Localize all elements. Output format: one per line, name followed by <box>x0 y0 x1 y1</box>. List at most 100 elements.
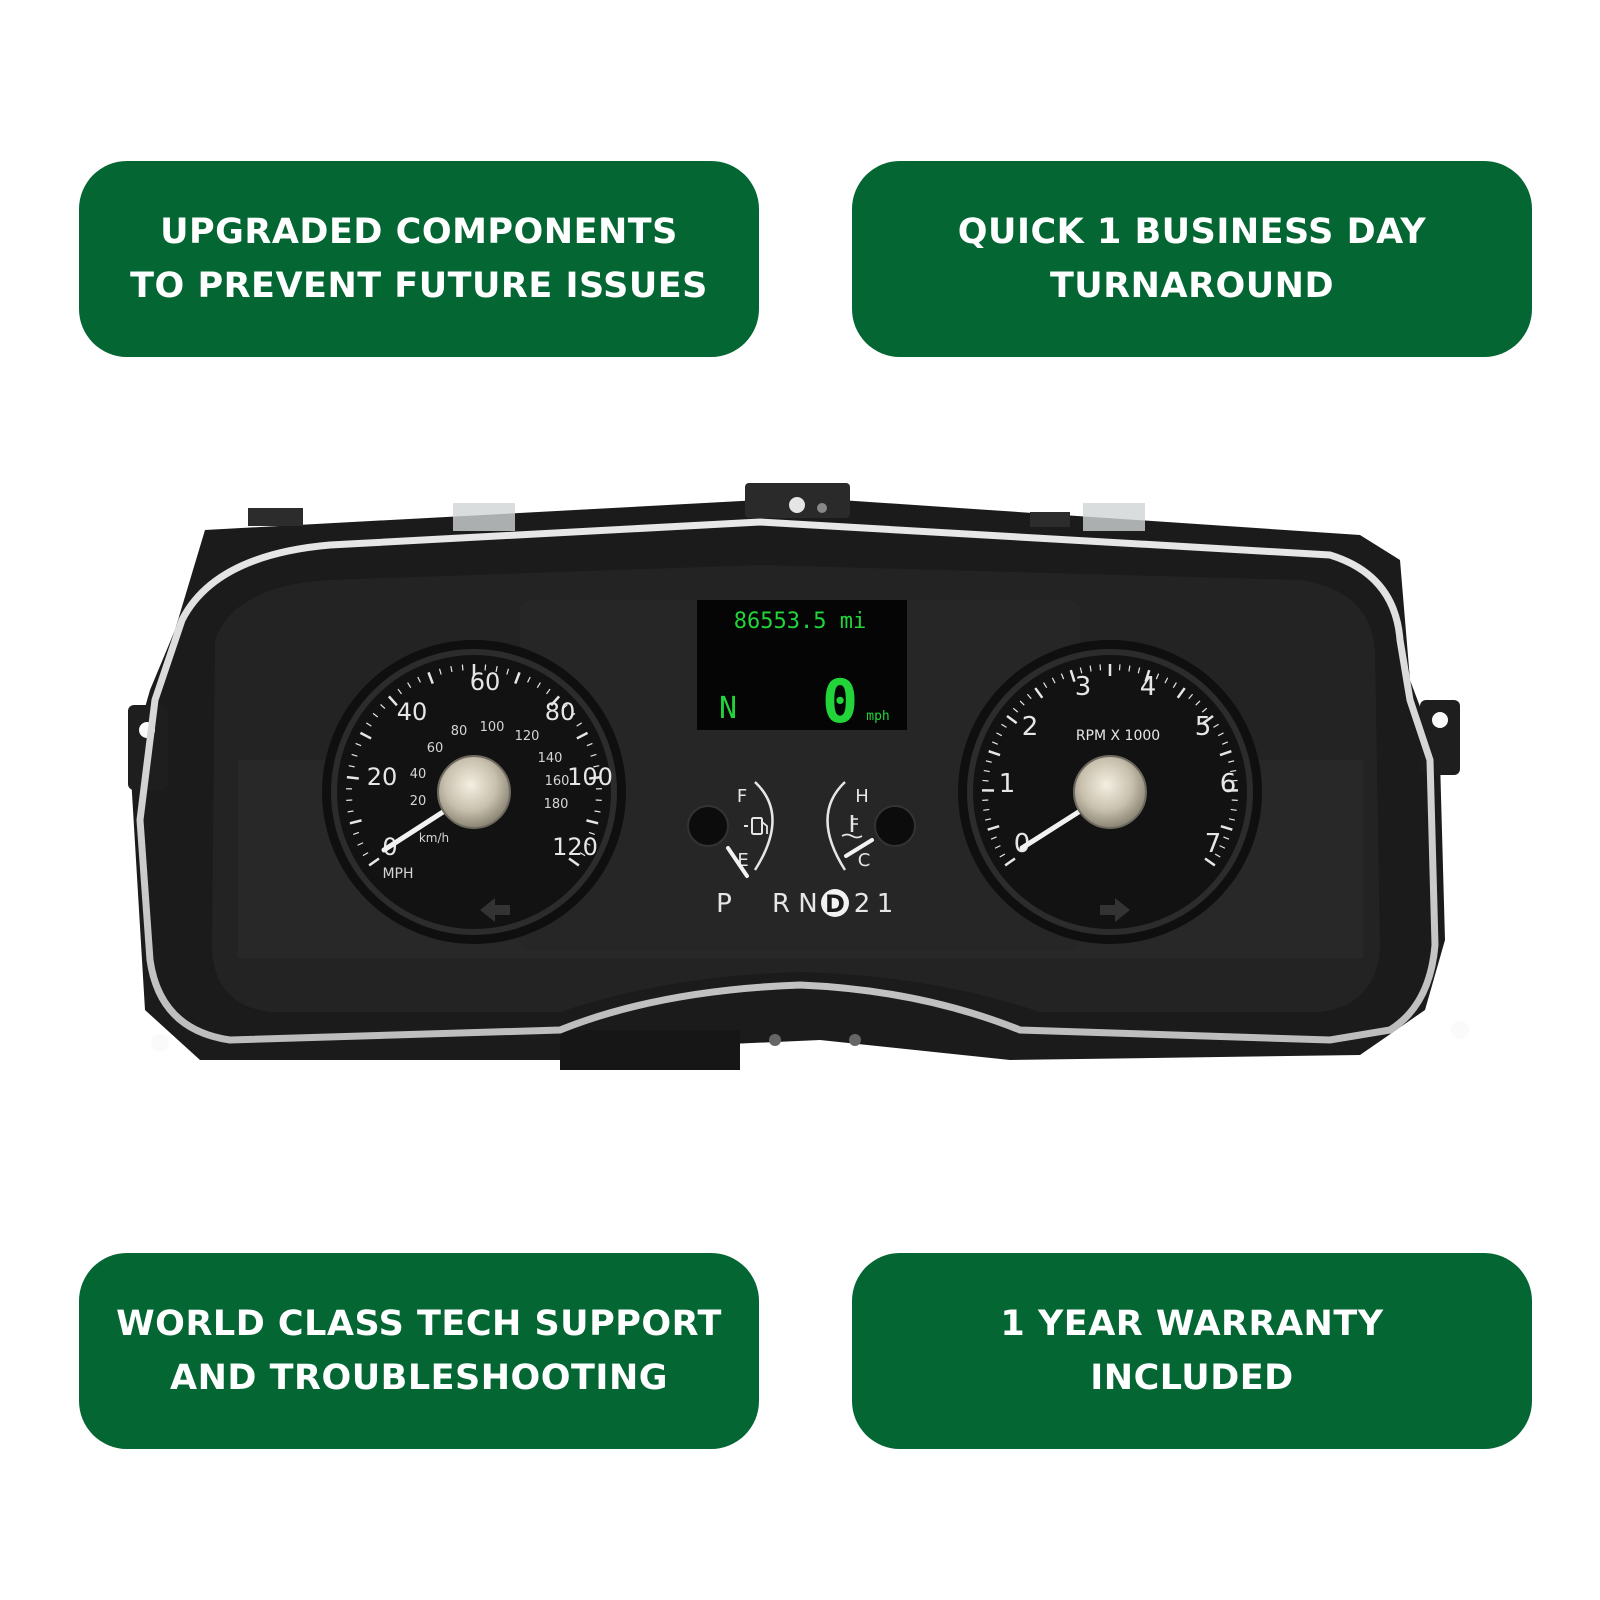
gauge-tick <box>1213 723 1219 728</box>
badge-line: WORLD CLASS TECH SUPPORT <box>116 1304 722 1344</box>
gauge-tick <box>1128 665 1131 672</box>
digital-speed: 0 <box>822 667 858 737</box>
coolant-temperature-icon <box>841 815 863 839</box>
fuel-pump-icon <box>744 817 768 835</box>
speed-label-kmh-140: 140 <box>538 751 563 766</box>
fuel-label-empty: E <box>737 850 748 871</box>
speed-label-kmh-160: 160 <box>545 774 570 789</box>
gauge-tick <box>1155 673 1160 680</box>
fuel-label-full: F <box>737 786 747 807</box>
gauge-tick <box>380 704 386 710</box>
gauge-tick <box>1006 714 1018 725</box>
speed-label-kmh-80: 80 <box>451 724 468 739</box>
gauge-tick <box>347 810 354 813</box>
gauge-tick <box>1230 769 1237 773</box>
badge-upgraded-components: UPGRADED COMPONENTS TO PREVENT FUTURE IS… <box>79 161 759 357</box>
gauge-tick <box>1223 836 1230 840</box>
tach-label-6: 6 <box>1220 769 1237 799</box>
gauge-tick <box>348 765 355 768</box>
speedometer-hub <box>437 755 511 829</box>
gauge-tick <box>1137 667 1141 674</box>
speed-label-mph-60: 60 <box>470 668 501 696</box>
left-turn-signal-icon <box>480 898 510 922</box>
right-turn-signal-icon <box>1100 898 1130 922</box>
gauge-tick <box>1012 707 1019 713</box>
gauge-tick <box>1201 707 1208 713</box>
gauge-tick <box>1079 667 1083 674</box>
gauge-tick <box>427 671 434 685</box>
gauge-tick <box>1231 779 1238 782</box>
gauge-tick <box>365 722 372 727</box>
gauge-tick <box>461 664 464 671</box>
tach-label-1: 1 <box>999 769 1016 799</box>
tachometer: 0 1 2 3 4 5 6 7 RPM X 1000 <box>958 640 1262 944</box>
gauge-tick <box>495 666 498 673</box>
gauge-tick <box>536 682 541 689</box>
badge-quick-turnaround: QUICK 1 BUSINESS DAY TURNAROUND <box>852 161 1532 357</box>
prnd-n: N <box>798 889 817 919</box>
gauge-tick <box>351 753 358 757</box>
speed-unit-kmh: km/h <box>419 831 449 845</box>
gauge-tick <box>1060 673 1065 680</box>
gauge-tick <box>357 842 364 846</box>
gauge-tick <box>562 704 568 710</box>
prnd-1: 1 <box>877 889 894 919</box>
gauge-tick <box>588 831 595 836</box>
gauge-tick <box>1214 853 1221 858</box>
gauge-tick <box>1069 669 1076 682</box>
gauge-tick <box>450 666 453 673</box>
speed-label-kmh-40: 40 <box>410 767 427 782</box>
gauge-tick <box>590 753 597 757</box>
gauge-tick <box>1001 723 1007 728</box>
odometer-readout: 86553.5 mi <box>734 609 866 634</box>
tach-label-0: 0 <box>1014 829 1031 859</box>
tach-label-7: 7 <box>1205 829 1222 859</box>
tach-label-5: 5 <box>1195 712 1212 742</box>
gauge-tick <box>372 712 379 718</box>
gauge-tick <box>1089 665 1092 672</box>
prnd-r: R <box>772 889 790 919</box>
speed-label-kmh-180: 180 <box>544 797 569 812</box>
gauge-tick <box>353 831 360 836</box>
tachometer-hub <box>1073 755 1147 829</box>
fuel-gauge: F E <box>687 781 774 878</box>
tach-label-4: 4 <box>1140 672 1157 702</box>
speedometer: 0 20 40 60 80 100 120 20 40 60 80 100 12… <box>322 640 626 944</box>
gauge-tick <box>988 750 1001 757</box>
gauge-tick <box>1188 693 1194 700</box>
gauge-tick <box>527 676 531 683</box>
gauge-tick <box>1202 714 1214 725</box>
gauge-tick <box>589 775 602 780</box>
gauge-tick <box>1164 677 1169 684</box>
center-module <box>520 600 1080 950</box>
gauge-tick <box>579 852 586 857</box>
gauge-tick <box>397 688 402 695</box>
prnd-p: P <box>716 889 732 919</box>
speed-label-mph-80: 80 <box>545 698 576 726</box>
gauge-tick <box>982 779 989 782</box>
badge-line: 1 YEAR WARRANTY <box>1000 1304 1384 1344</box>
speed-unit-mph: MPH <box>382 866 413 882</box>
gauge-tick <box>996 732 1003 737</box>
gauge-tick <box>1228 818 1236 821</box>
gauge-tick <box>594 810 601 813</box>
gauge-tick <box>1043 682 1048 689</box>
speed-label-kmh-20: 20 <box>410 794 427 809</box>
gauge-tick <box>1176 687 1186 699</box>
gauge-tick <box>987 824 1000 831</box>
gauge-tick <box>994 845 1001 849</box>
lcd-display <box>697 600 907 730</box>
gear-indicator: N <box>719 691 737 726</box>
gauge-tick <box>1228 760 1235 763</box>
gauge-tick <box>568 857 580 867</box>
clear-lens <box>136 518 1439 1044</box>
gauge-tick <box>1217 732 1224 737</box>
gauge-tick <box>1220 824 1233 831</box>
gauge-tick <box>990 836 997 840</box>
gauge-tick <box>593 765 600 768</box>
fuel-needle <box>726 846 749 878</box>
prnd-d: D <box>825 890 845 918</box>
badge-line: AND TROUBLESHOOTING <box>170 1358 668 1398</box>
gauge-tick <box>1144 669 1151 682</box>
gauge-tick <box>349 819 362 825</box>
